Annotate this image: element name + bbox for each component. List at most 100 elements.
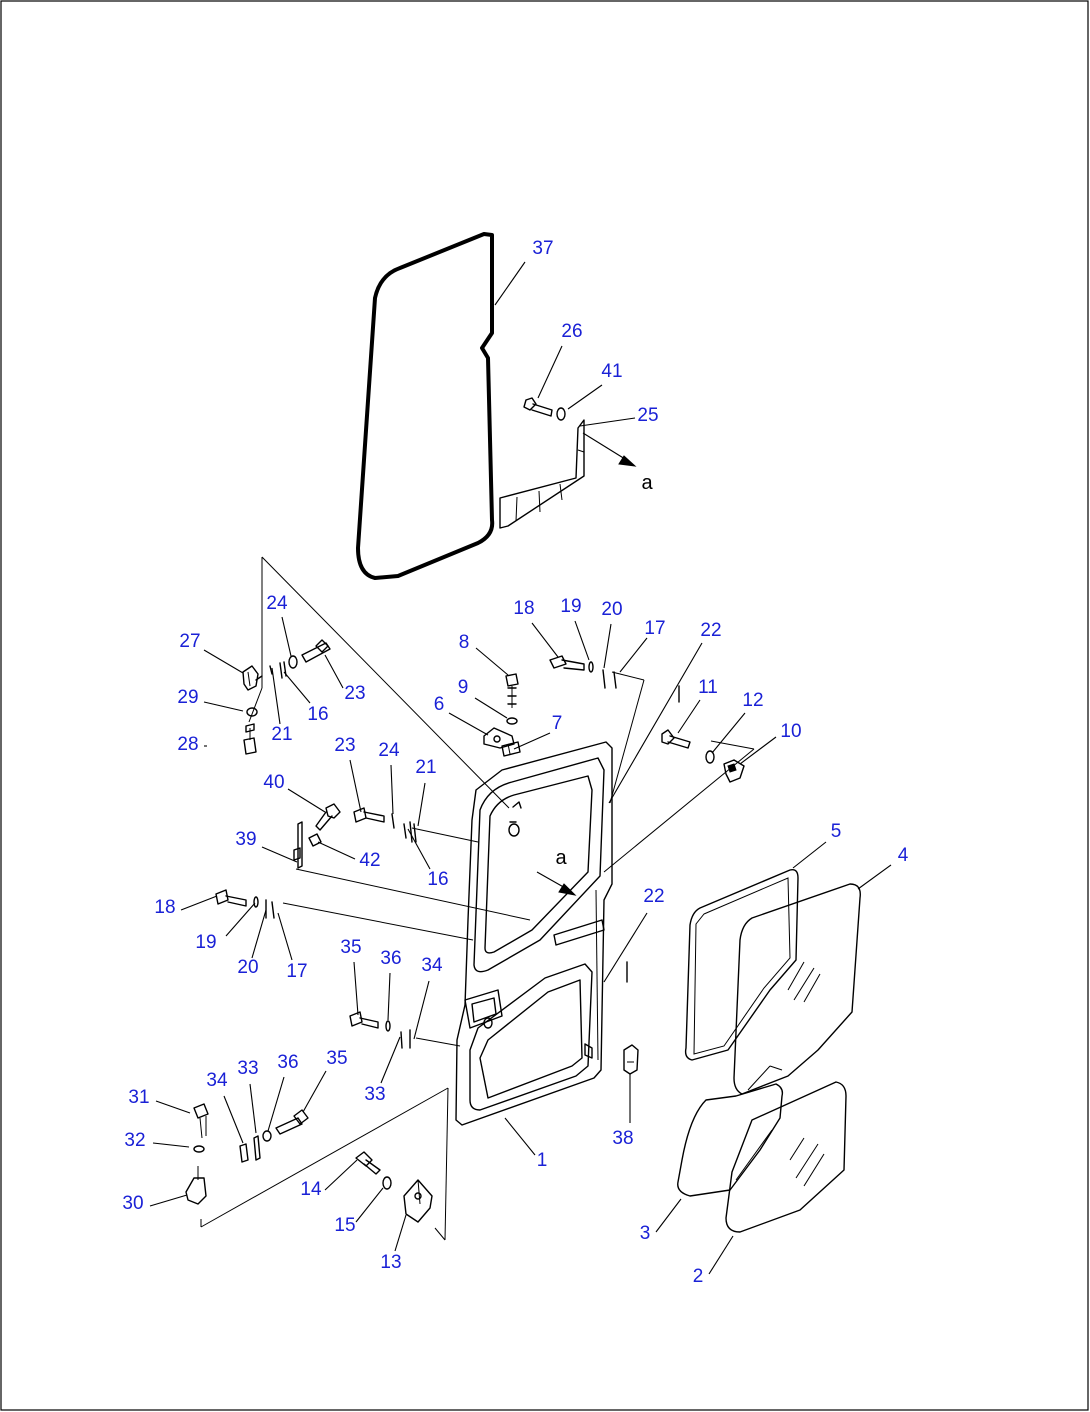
part-23-bolt-middle <box>353 807 385 823</box>
callout-number: 19 <box>195 932 216 953</box>
part-12-washer <box>705 750 715 764</box>
callout-c18b: 18 <box>154 895 218 918</box>
part-14-bolt <box>355 1151 381 1175</box>
part-30-hinge-bracket <box>185 1166 207 1205</box>
callout-c31: 31 <box>128 1087 191 1114</box>
part-27-hinge <box>242 665 263 691</box>
callout-number: 37 <box>532 238 553 259</box>
leader-line <box>281 616 292 657</box>
leader-line <box>180 895 218 911</box>
view-a-top: a <box>641 472 653 494</box>
leader-line <box>574 620 590 661</box>
part-33-shim-upper <box>400 1031 403 1049</box>
callout-c19b: 19 <box>195 902 256 953</box>
callout-c39: 39 <box>235 829 298 863</box>
callout-c32: 32 <box>124 1130 190 1151</box>
callout-c10: 10 <box>739 721 802 765</box>
leader-line <box>267 1076 285 1132</box>
leader-line <box>317 841 356 860</box>
leader-line <box>277 912 293 961</box>
part-17-shim-upper <box>613 671 617 689</box>
callout-c12: 12 <box>711 690 764 754</box>
callout-c2: 2 <box>693 1235 734 1287</box>
callout-c24a: 24 <box>266 593 292 657</box>
leader-line <box>708 1235 734 1275</box>
part-5-glass-seal-upper <box>684 868 799 1061</box>
callout-c6: 6 <box>434 694 489 736</box>
leader-line <box>380 1036 401 1084</box>
leader-line <box>223 1095 244 1144</box>
leader-line <box>603 623 612 669</box>
part-21-spacer-upper <box>269 665 273 675</box>
callout-c14: 14 <box>300 1159 358 1200</box>
leader-line <box>287 788 326 813</box>
callout-number: 41 <box>601 361 622 382</box>
callout-number: 9 <box>458 677 469 698</box>
callout-number: 25 <box>637 405 658 426</box>
part-7-plate <box>501 741 521 757</box>
reference-lines <box>200 556 755 1241</box>
callout-number: 12 <box>742 690 763 711</box>
leader-line <box>677 699 701 734</box>
part-2-glass-lower <box>725 1081 847 1233</box>
leader-line <box>390 764 394 815</box>
callout-c33a: 33 <box>364 1036 401 1105</box>
callout-c17b: 17 <box>277 912 308 982</box>
callout-number: 7 <box>552 713 563 734</box>
leader-line <box>155 1100 191 1114</box>
callout-number: 6 <box>434 694 445 715</box>
part-23-bolt-upper <box>301 639 331 663</box>
part-35-bolt-lower <box>275 1109 309 1135</box>
callout-c38: 38 <box>612 1074 634 1149</box>
part-41-washer <box>556 407 566 421</box>
leader-line <box>251 909 267 959</box>
part-25-panel <box>499 419 637 529</box>
callout-number: 4 <box>898 845 909 866</box>
part-6-striker <box>483 727 515 749</box>
leader-line <box>203 649 244 674</box>
part-18-bolt-upper <box>549 655 585 671</box>
callout-c13: 13 <box>380 1214 407 1273</box>
callout-c35a: 35 <box>340 937 362 1016</box>
leader-line <box>474 697 508 719</box>
callout-number: 18 <box>154 897 175 918</box>
part-40-bolt <box>315 803 341 831</box>
callout-number: 15 <box>334 1215 355 1236</box>
callout-number: 16 <box>307 704 328 725</box>
leader-line <box>417 782 426 827</box>
part-20-spacer-upper <box>602 669 606 689</box>
callout-number: 35 <box>326 1048 347 1069</box>
leader-line <box>513 732 551 750</box>
leader-line <box>407 828 431 870</box>
leader-line <box>203 701 244 712</box>
callout-number: 30 <box>122 1193 143 1214</box>
callout-number: 22 <box>643 886 664 907</box>
leader-line <box>475 647 509 676</box>
leader-line <box>149 1194 188 1207</box>
callout-c36a: 36 <box>380 948 402 1021</box>
leader-line <box>711 712 746 754</box>
callout-c33b: 33 <box>237 1058 259 1134</box>
callout-number: 20 <box>237 957 258 978</box>
callout-number: 14 <box>300 1179 322 1200</box>
callout-number: 10 <box>780 721 801 742</box>
callout-number: 35 <box>340 937 361 958</box>
leader-line <box>387 972 391 1021</box>
leader-line <box>857 864 892 890</box>
callout-number: 17 <box>644 618 665 639</box>
view-a-door: a <box>555 847 567 869</box>
callout-number: 27 <box>179 631 200 652</box>
leader-line <box>537 345 563 399</box>
callout-number: 8 <box>459 632 470 653</box>
part-36-washer-upper <box>385 1020 391 1032</box>
leader-line <box>261 846 298 863</box>
part-42-nut <box>308 833 322 847</box>
leader-line <box>739 736 777 765</box>
callout-number: 34 <box>421 955 443 976</box>
leader-line <box>302 1070 327 1113</box>
leader-line <box>448 712 489 736</box>
part-24-washer-upper <box>288 655 298 669</box>
part-32-washer <box>193 1145 205 1153</box>
callout-number: 18 <box>513 598 534 619</box>
